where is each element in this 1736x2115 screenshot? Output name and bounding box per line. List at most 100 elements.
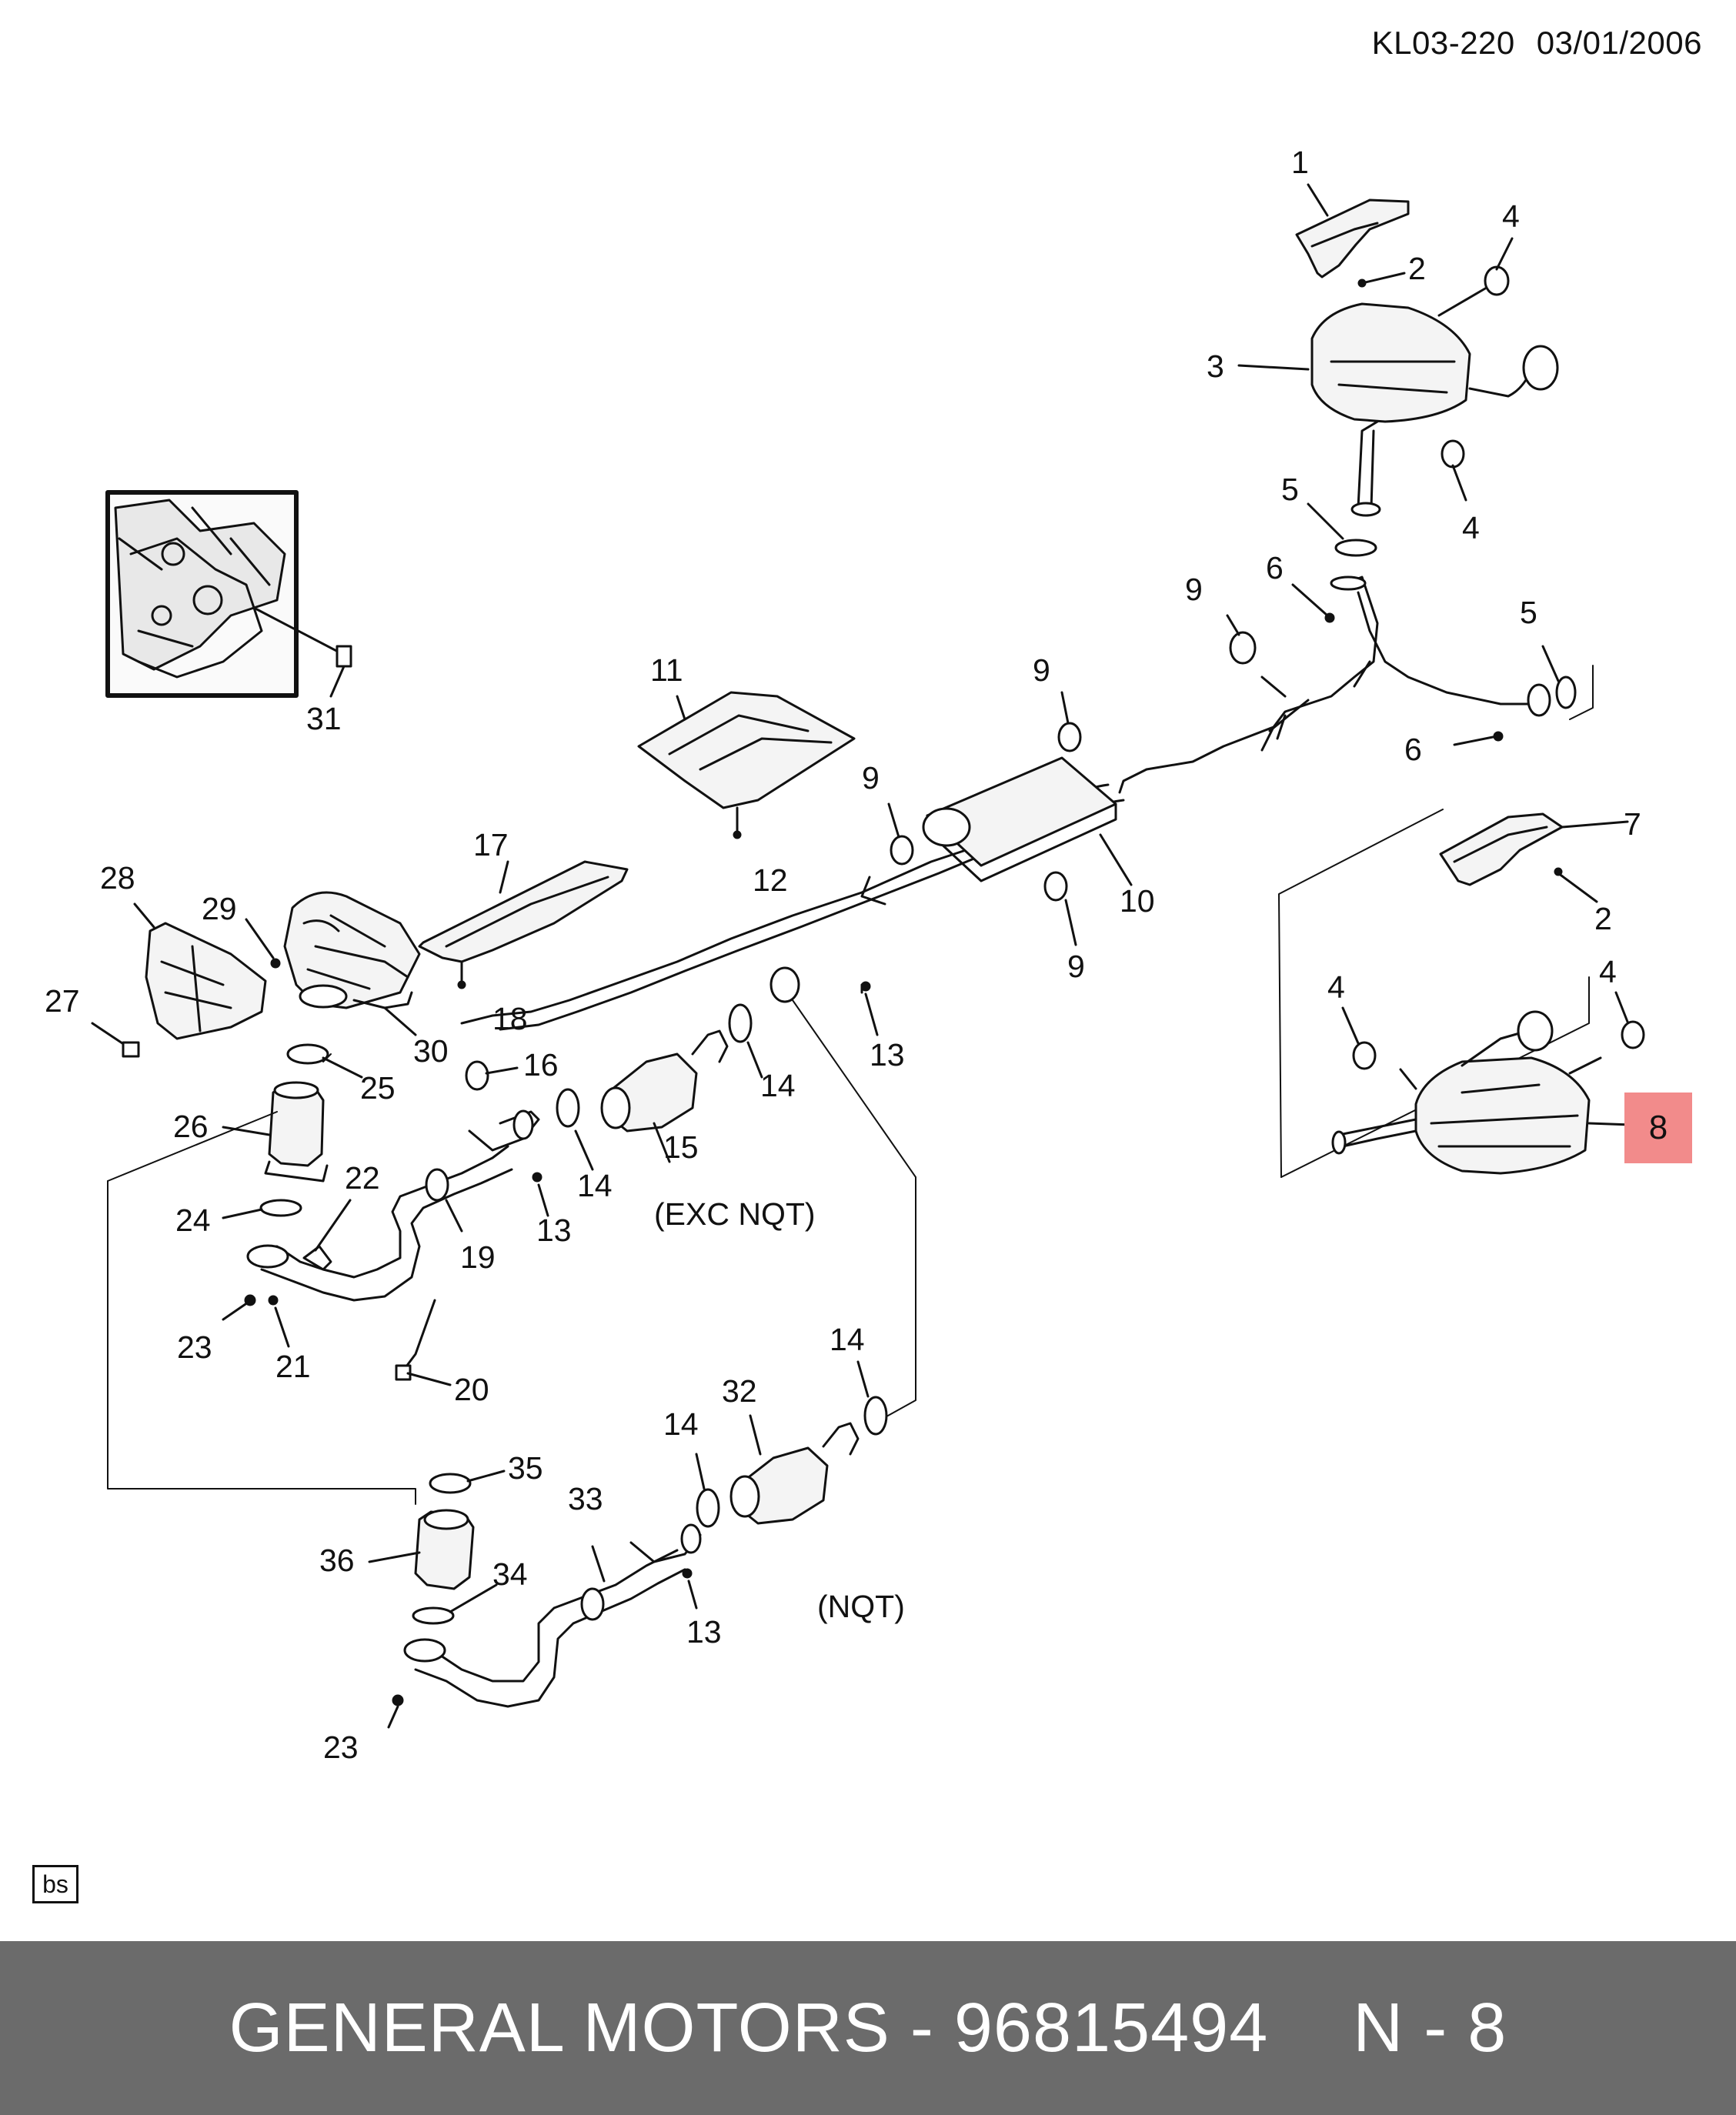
- part-16-hanger: [465, 1060, 519, 1091]
- note-nqt: (NQT): [817, 1589, 905, 1624]
- callout-33: 33: [568, 1481, 603, 1516]
- part-13-nut-a: [532, 1172, 549, 1217]
- callout-16: 16: [523, 1047, 559, 1083]
- part-1-heat-shield: [1295, 183, 1410, 279]
- callout-26: 26: [173, 1109, 209, 1144]
- callout-29: 29: [202, 891, 237, 926]
- part-9-hanger-b: [860, 802, 914, 906]
- callout-14: 14: [760, 1068, 796, 1103]
- diagram-code: KL03-220: [1371, 25, 1515, 61]
- callout-2: 2: [1408, 251, 1426, 286]
- callout-13: 13: [686, 1614, 722, 1650]
- callout-11: 11: [650, 652, 683, 688]
- part-10-resonator: [922, 756, 1133, 886]
- callout-21: 21: [275, 1349, 311, 1384]
- callout-9: 9: [1185, 572, 1203, 607]
- part-34-gasket: [412, 1583, 498, 1625]
- reference-lines: [107, 999, 916, 1505]
- callout-30: 30: [413, 1033, 449, 1069]
- part-27-bolt: [91, 1022, 140, 1058]
- callout-4: 4: [1462, 510, 1480, 545]
- flange-front: [770, 966, 879, 1036]
- bs-badge: bs: [32, 1865, 78, 1903]
- callout-17: 17: [473, 827, 509, 862]
- part-24-gasket: [222, 1199, 302, 1219]
- footer-separator: -: [910, 1989, 934, 2067]
- callout-15: 15: [663, 1129, 699, 1165]
- callout-32: 32: [722, 1373, 757, 1409]
- part-23-nut: [222, 1294, 256, 1321]
- callout-23: 23: [323, 1730, 359, 1765]
- footer-part-number: 96815494: [953, 1989, 1269, 2067]
- part-7-heat-shield: [1439, 812, 1629, 903]
- callout-22: 22: [345, 1160, 380, 1196]
- part-14-gasket-b: [728, 1003, 763, 1079]
- diagram-date: 03/01/2006: [1536, 25, 1702, 61]
- part-6-clamp-right: [1453, 731, 1504, 746]
- part-3-rear-muffler: [1237, 302, 1559, 517]
- callout-18: 18: [492, 1001, 528, 1036]
- callout-4: 4: [1502, 198, 1520, 234]
- callout-14: 14: [577, 1168, 613, 1203]
- part-29-nut: [245, 918, 281, 969]
- part-25-gasket: [286, 1043, 363, 1079]
- part-6-clamp-top: [1291, 583, 1335, 623]
- callout-27: 27: [45, 983, 80, 1019]
- part-21-nut: [268, 1295, 290, 1348]
- note-exc-nqt: (EXC NQT): [654, 1196, 816, 1232]
- callout-9: 9: [1067, 949, 1085, 984]
- part-9-hanger-a: [1057, 691, 1082, 752]
- exhaust-system-diagram: 1 2 4 3 4 5 6 9 5 6 9 11 9 12 10 9 7 2 4…: [45, 145, 1645, 1765]
- part-19-front-pipe: [246, 1109, 540, 1302]
- callout-19: 19: [460, 1239, 496, 1275]
- diagram-header: KL03-220 03/01/2006: [1372, 25, 1702, 62]
- callout-14: 14: [663, 1406, 699, 1442]
- callout-5: 5: [1520, 595, 1537, 630]
- part-30-oxygen-sensor: [352, 991, 417, 1036]
- part-4-hanger-right: [1568, 991, 1645, 1075]
- part-28-heat-shield: [133, 902, 267, 1040]
- callout-24: 24: [175, 1203, 211, 1238]
- callout-6: 6: [1266, 550, 1284, 585]
- part-14-gasket-d: [856, 1360, 888, 1436]
- part-36-converter: [368, 1509, 475, 1590]
- exhaust-manifold: [283, 891, 421, 1009]
- part-5-gasket-top: [1307, 502, 1377, 557]
- callout-4: 4: [1599, 954, 1617, 989]
- part-4-hanger-mid: [1441, 439, 1467, 502]
- part-4-hanger-left: [1341, 1006, 1377, 1070]
- callout-20: 20: [454, 1372, 489, 1407]
- part-4-hanger-top: [1437, 237, 1514, 317]
- callout-9: 9: [862, 760, 880, 796]
- callout-1: 1: [1291, 145, 1309, 180]
- part-17-heat-shield: [418, 860, 629, 989]
- part-33-front-pipe: [403, 1523, 702, 1708]
- callout-36: 36: [319, 1543, 355, 1578]
- part-15-catalytic-converter: [600, 1029, 729, 1163]
- part-23-nut-nqt: [387, 1694, 404, 1729]
- part-14-gasket-c: [695, 1453, 720, 1528]
- callout-4: 4: [1327, 969, 1345, 1005]
- callout-25: 25: [360, 1070, 396, 1106]
- part-35-gasket: [429, 1469, 506, 1494]
- part-11-heat-shield: [637, 691, 856, 839]
- callout-3: 3: [1207, 349, 1224, 384]
- callout-34: 34: [492, 1556, 528, 1592]
- part-20-oxygen-sensor: [395, 1299, 452, 1386]
- part-9-hanger-c: [1043, 871, 1077, 946]
- callout-10: 10: [1120, 883, 1155, 919]
- callout-7: 7: [1624, 806, 1641, 842]
- callout-6: 6: [1404, 732, 1422, 767]
- part-9-hanger-d: [1226, 614, 1287, 698]
- part-8-rear-muffler: [1331, 1010, 1633, 1175]
- callout-2: 2: [1594, 901, 1612, 936]
- part-22-clamp: [302, 1199, 352, 1271]
- part-14-gasket-a: [556, 1088, 594, 1171]
- callout-31: 31: [306, 701, 342, 736]
- part-13-nut-b: [682, 1568, 698, 1610]
- callout-14: 14: [830, 1322, 865, 1357]
- callout-13: 13: [536, 1213, 572, 1248]
- callout-28: 28: [100, 860, 135, 896]
- callout-9: 9: [1033, 652, 1050, 688]
